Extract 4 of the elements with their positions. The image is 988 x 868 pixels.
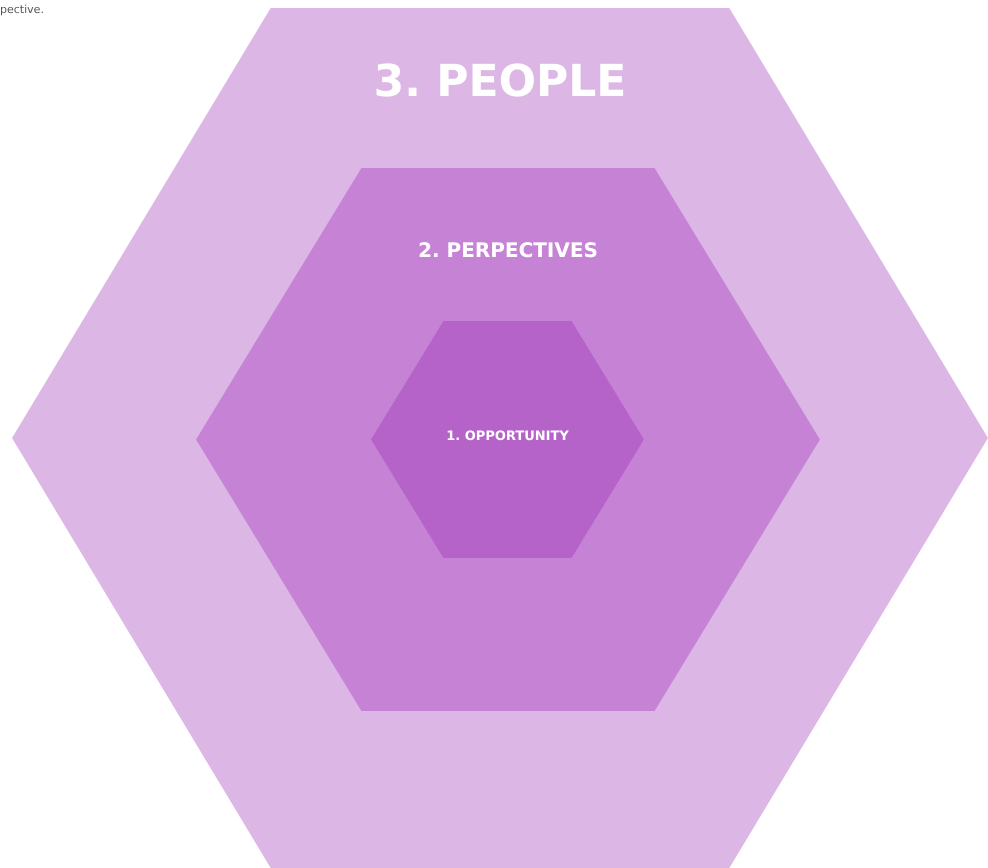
hexagon-title: 3. PEOPLE [372, 56, 628, 107]
hexagon-title: 1. OPPORTUNITY [445, 429, 570, 444]
hexagon-title: 2. PERPECTIVES [417, 238, 599, 262]
note-text: pective. [0, 3, 44, 16]
